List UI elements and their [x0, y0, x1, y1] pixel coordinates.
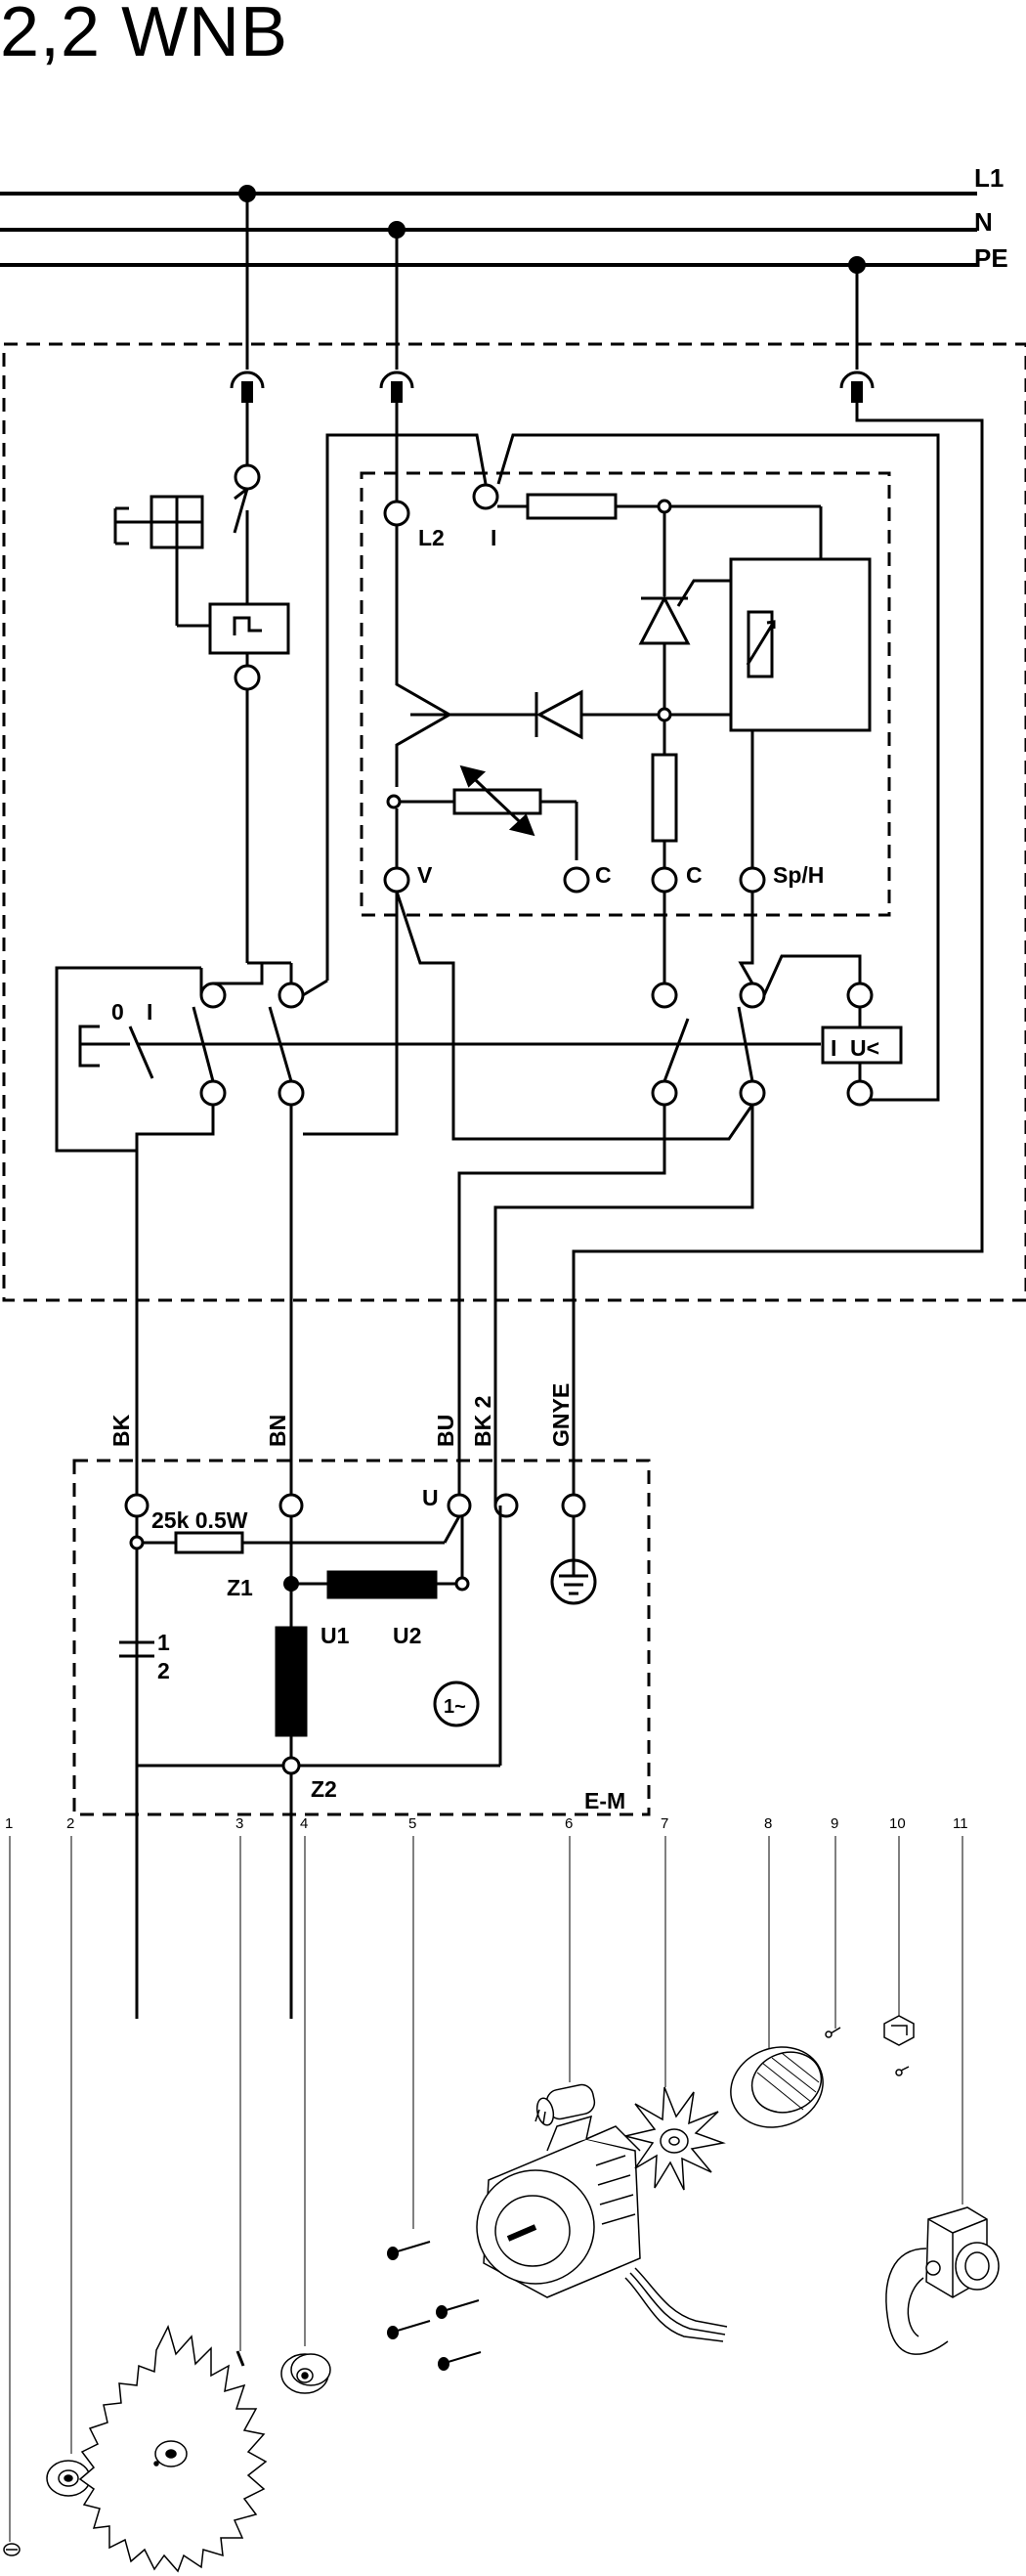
cap-2: 2	[157, 1658, 170, 1683]
switch-label-off: 0	[111, 999, 124, 1025]
plug-l1	[230, 371, 265, 403]
cap-1: 1	[157, 1630, 170, 1655]
plug-n	[379, 371, 414, 403]
fuse-top	[526, 493, 618, 520]
part-number-1: 1	[5, 1815, 13, 1832]
label-v: V	[417, 862, 433, 888]
part-number-5: 5	[408, 1815, 416, 1832]
saw-blade	[78, 2324, 268, 2573]
part-6-capacitor	[534, 2083, 596, 2126]
plug-pe	[839, 371, 875, 403]
switch-housing-outline	[2, 342, 1026, 1302]
part-8-fan-cover	[730, 2046, 824, 2128]
label-c2: C	[686, 862, 703, 888]
switch-label-on: I	[147, 999, 152, 1025]
part-10-clip	[883, 2015, 915, 2076]
part-number-3: 3	[235, 1815, 243, 1832]
label-i: I	[491, 525, 496, 550]
wire-bu: BU	[433, 1415, 458, 1447]
wire-labels: BK BN BU BK 2 GNYE	[108, 1383, 574, 1447]
wire-bn: BN	[265, 1415, 290, 1447]
label-u2: U2	[393, 1623, 421, 1648]
winding-main	[275, 1626, 308, 1737]
part-number-9: 9	[831, 1815, 838, 1832]
terminal-u: U	[422, 1485, 439, 1510]
terminal-v	[383, 866, 410, 894]
box-label-em: E-M	[584, 1788, 625, 1813]
part-1-screw	[3, 2543, 21, 2556]
label-z2: Z2	[311, 1776, 337, 1802]
main-switch: 0 I	[55, 403, 984, 2019]
part-number-10: 10	[889, 1815, 906, 1832]
overload-protector	[113, 403, 290, 965]
label-c1: C	[595, 862, 612, 888]
terminal-l2	[383, 500, 410, 527]
exploded-parts: 1 2 3 4 5 6 7 8 9 10 11	[3, 1815, 1000, 2573]
wire-gnye: GNYE	[548, 1383, 574, 1447]
part-number-2: 2	[66, 1815, 74, 1832]
resistor-label: 25k 0.5W	[151, 1507, 248, 1533]
part-7-fan	[624, 2086, 726, 2191]
control-feed-wiring	[325, 403, 940, 1102]
motor-circuit: 25k 0.5W U 1 2 Z1 U1 U2 Z2 1~	[119, 1485, 625, 1813]
part-number-11: 11	[953, 1815, 968, 1832]
part-number-4: 4	[300, 1815, 308, 1832]
motor-body	[476, 2115, 728, 2342]
fuse-lower	[651, 753, 678, 843]
terminal-c1	[563, 866, 590, 894]
label-u1: U1	[321, 1623, 350, 1648]
page-title: 2,2 WNB	[0, 0, 289, 71]
terminal-i	[472, 483, 499, 510]
part-4-flange	[280, 2353, 331, 2394]
label-sph: Sp/H	[773, 862, 824, 888]
control-module	[729, 557, 872, 732]
part-number-8: 8	[764, 1815, 772, 1832]
label-n: N	[974, 207, 993, 237]
control-unit-outline	[360, 471, 891, 917]
label-z1: Z1	[227, 1575, 253, 1600]
supply-bus: L1 N PE	[0, 163, 1008, 370]
thyristor	[638, 594, 691, 645]
terminal-sph	[739, 866, 766, 894]
part-number-6: 6	[565, 1815, 573, 1832]
plug-connectors	[230, 371, 875, 403]
undervoltage-release	[821, 1026, 903, 1065]
terminal-c2	[651, 866, 678, 894]
part-11-switch-box	[885, 2206, 1000, 2355]
control-circuit	[386, 493, 872, 868]
wire-bk: BK	[108, 1414, 134, 1447]
part-9-screw	[825, 2027, 841, 2038]
part-5-screws	[387, 2241, 482, 2371]
winding-auxiliary	[326, 1570, 438, 1599]
label-l1: L1	[974, 163, 1004, 193]
motor-symbol	[433, 1681, 480, 1727]
control-terminals: L2 I	[383, 483, 499, 550]
resistor-25k	[174, 1531, 244, 1554]
overload-bimetal	[208, 602, 290, 655]
part-leaders	[9, 1836, 963, 2542]
motor-box-outline	[72, 1459, 651, 1816]
potentiometer-internal	[747, 610, 774, 678]
control-terminals-bottom: V C C Sp/H	[383, 862, 824, 894]
diode	[535, 689, 583, 740]
wire-bk2: BK 2	[470, 1396, 495, 1447]
uv-label-i: I	[831, 1035, 836, 1061]
part-number-7: 7	[661, 1815, 668, 1832]
label-pe: PE	[974, 243, 1008, 273]
label-l2: L2	[418, 525, 445, 550]
label-single-phase: 1~	[444, 1696, 466, 1718]
part-3-pin	[235, 2350, 245, 2367]
part-2-flange	[46, 2460, 91, 2497]
uv-label-u: U<	[850, 1035, 879, 1061]
